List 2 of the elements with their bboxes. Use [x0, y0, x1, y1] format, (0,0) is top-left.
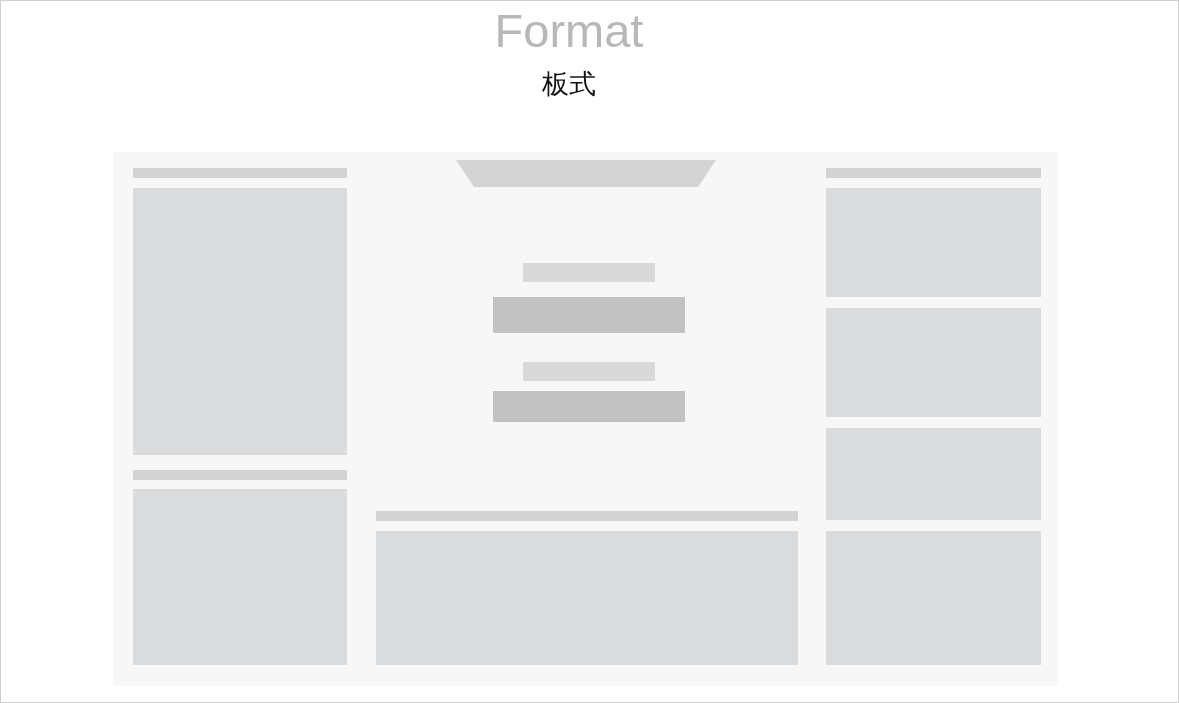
- subtitle: 板式: [542, 70, 596, 97]
- title: Format: [494, 7, 644, 54]
